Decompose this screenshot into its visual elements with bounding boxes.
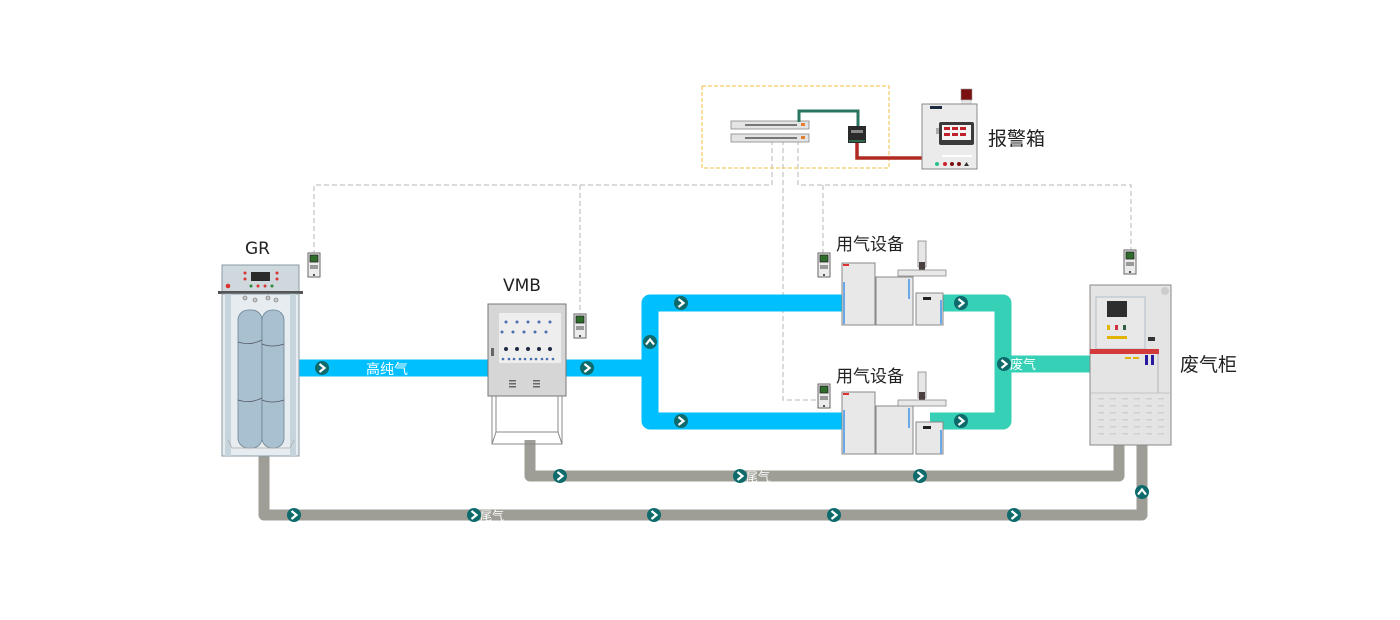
signal-lines (313, 140, 1132, 401)
equipment-top-icon (841, 240, 947, 326)
chevron-right-icon (578, 359, 596, 377)
gas-detector-icon[interactable] (817, 252, 831, 278)
equipment-bottom-label: 用气设备 (836, 367, 904, 387)
chevron-right-icon (285, 506, 303, 524)
vmb-cabinet-icon (487, 303, 567, 445)
chevron-right-icon (551, 467, 569, 485)
chevron-right-icon (645, 506, 663, 524)
gr-cabinet-icon (218, 264, 303, 457)
equipment-top-label: 用气设备 (836, 235, 904, 255)
chevron-right-icon (313, 359, 331, 377)
tail-gas-upper-label: 尾气 (746, 469, 770, 484)
tail-gas-pipes (258, 440, 1148, 521)
exhaust-cabinet-icon (1089, 284, 1172, 446)
chevron-right-icon (825, 506, 843, 524)
chevron-right-icon (911, 467, 929, 485)
gas-detector-icon[interactable] (573, 313, 587, 339)
high-purity-pipe-label: 高纯气 (366, 361, 408, 378)
chevron-right-icon (995, 355, 1013, 373)
signal-line-gr-vmb (313, 140, 773, 255)
tail-gas-lower-label: 尾气 (480, 508, 504, 523)
flow-arrows (285, 294, 1151, 524)
alarm-box-icon (921, 88, 978, 170)
gas-detector-icon[interactable] (1123, 249, 1137, 275)
chevron-right-icon (672, 294, 690, 312)
exhaust-pipe-label: 废气 (1010, 357, 1036, 373)
chevron-right-icon (465, 506, 483, 524)
gas-detector-icon[interactable] (307, 252, 321, 278)
gr-label: GR (245, 239, 270, 259)
vmb-label: VMB (503, 276, 541, 296)
signal-line-equipment-bottom (782, 140, 818, 401)
chevron-up-icon (641, 333, 659, 351)
controller-box (701, 85, 890, 169)
tail-gas-pipe-upper (524, 440, 1125, 482)
chevron-right-icon (672, 412, 690, 430)
tail-gas-pipe-lower (258, 445, 1148, 521)
green-cable (797, 109, 860, 127)
signal-line-equipment-top-exhaust (797, 140, 1132, 252)
gas-detector-icon[interactable] (817, 383, 831, 409)
red-cable (855, 143, 922, 160)
exhaust-cabinet-label: 废气柜 (1180, 354, 1237, 376)
equipment-bottom-icon (841, 371, 947, 455)
controller-icon (848, 126, 866, 143)
chevron-right-icon (952, 294, 970, 312)
chevron-right-icon (1005, 506, 1023, 524)
chevron-right-icon (731, 467, 749, 485)
alarm-box-label: 报警箱 (988, 128, 1045, 150)
network-switch-icon (730, 120, 810, 143)
chevron-up-icon (1133, 483, 1151, 501)
chevron-right-icon (952, 412, 970, 430)
high-purity-pipe-loop (641, 294, 845, 430)
